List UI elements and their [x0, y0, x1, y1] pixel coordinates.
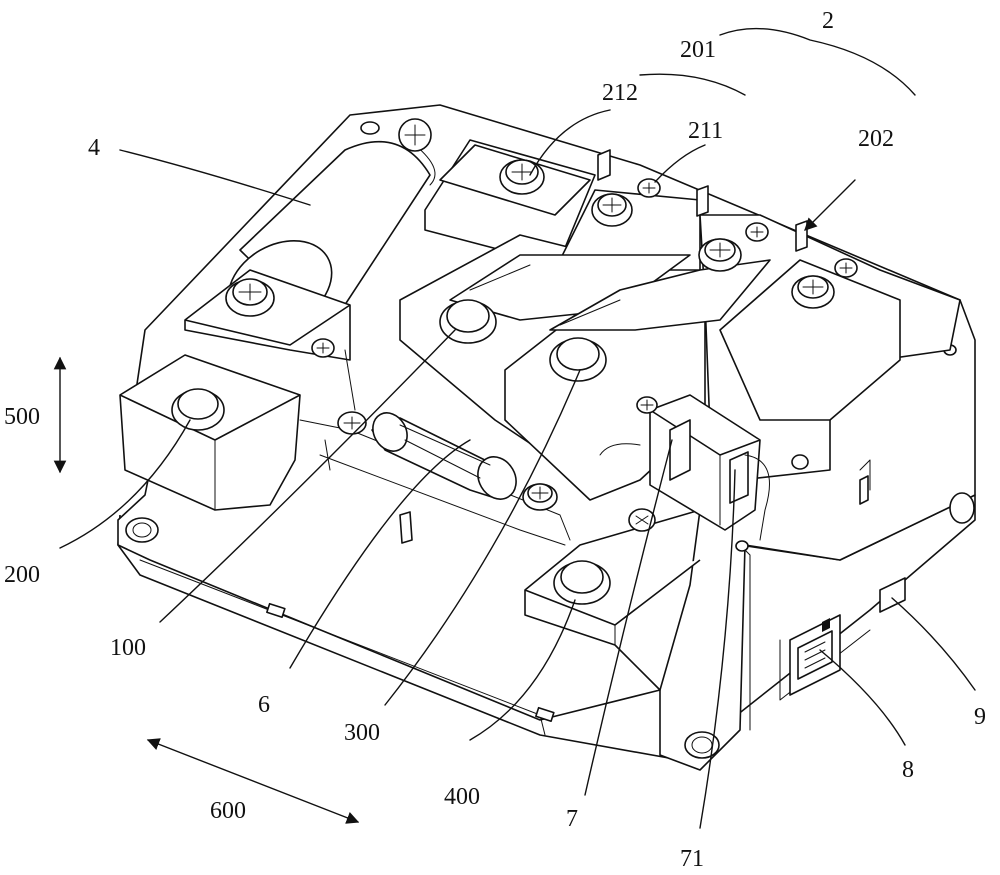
label-600: 600 [210, 798, 246, 824]
arrow-600 [148, 740, 358, 822]
bolt-200 [172, 389, 224, 430]
screw-b-right-small [792, 455, 808, 469]
label-500: 500 [4, 404, 40, 430]
label-300: 300 [344, 720, 380, 746]
label-71: 71 [680, 846, 704, 872]
screw-b2 [699, 239, 741, 271]
label-6: 6 [258, 692, 270, 718]
label-100: 100 [110, 635, 146, 661]
bolt-400 [554, 561, 610, 604]
label-201: 201 [680, 37, 716, 63]
label-200: 200 [4, 562, 40, 588]
label-2: 2 [822, 8, 834, 34]
label-202: 202 [858, 126, 894, 152]
screw-cap-terminal [226, 279, 274, 316]
label-4: 4 [88, 135, 100, 161]
screw-211 [638, 179, 660, 197]
screw-relay [637, 397, 657, 413]
label-8: 8 [902, 757, 914, 783]
label-7: 7 [566, 806, 578, 832]
screw-b2-small [746, 223, 768, 241]
label-9: 9 [974, 704, 986, 730]
screw-b1 [592, 194, 632, 226]
label-211: 211 [688, 118, 723, 144]
screw-small-cap [312, 339, 334, 357]
screw-b3 [792, 276, 834, 308]
screw-100 [338, 412, 366, 434]
label-212: 212 [602, 80, 638, 106]
screw-4-top [399, 119, 431, 151]
screw-fuse-right [523, 484, 557, 510]
screw-212 [500, 160, 544, 194]
label-400: 400 [444, 784, 480, 810]
screw-b3-small [835, 259, 857, 277]
